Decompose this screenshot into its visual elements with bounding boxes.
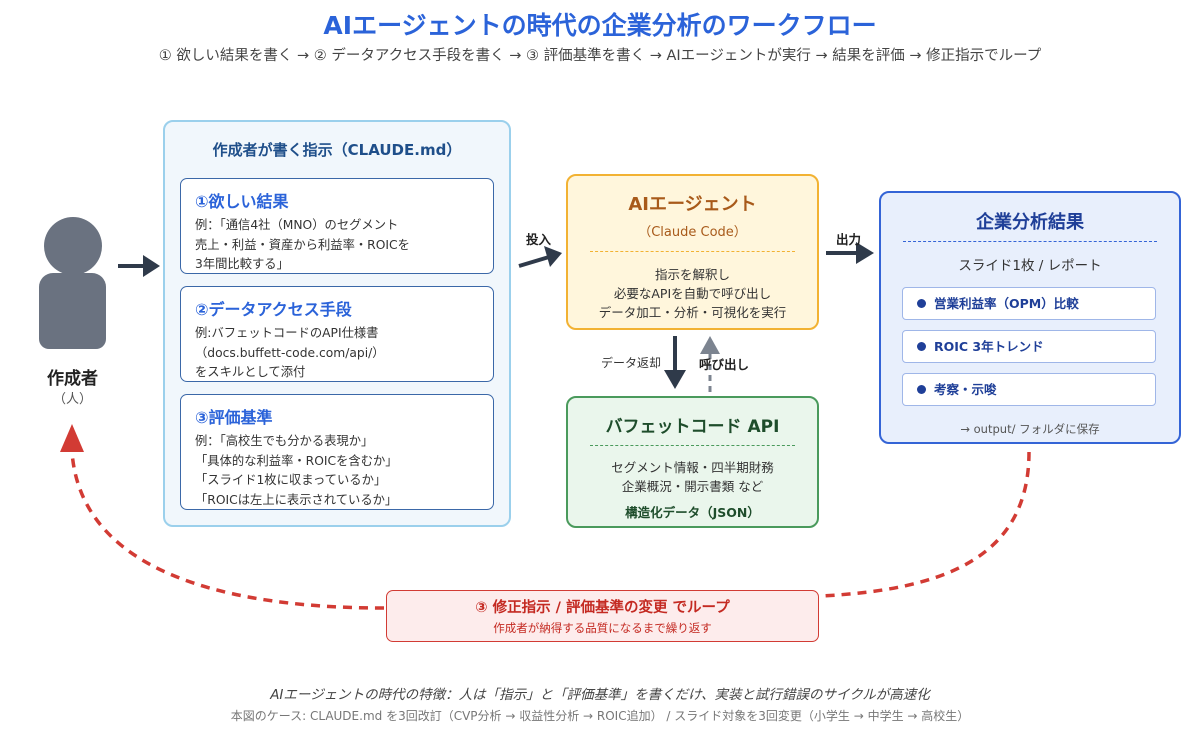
feedback-loop-box: [386, 590, 819, 642]
author-sublabel: （人）: [52, 392, 92, 407]
footer-case-note: 本図のケース: CLAUDE.md を3回改訂（CVP分析 → 収益性分析 → …: [230, 709, 970, 723]
result-divider: [903, 241, 1157, 242]
card-title: ③評価基準: [195, 408, 273, 427]
card-title: ②データアクセス手段: [195, 300, 352, 319]
result-item-label: ROIC 3年トレンド: [934, 339, 1044, 354]
result-item: 営業利益率（OPM）比較: [902, 287, 1156, 320]
author-icon-head: [44, 217, 102, 275]
data-return-arrow: [664, 336, 686, 389]
input-arrow-label: 投入: [526, 232, 552, 247]
loop-arrowhead: [60, 424, 84, 452]
instruction-card-criteria: ③評価基準 例：「高校生でも分かる表現か」 「具体的な利益率・ROICを含むか」…: [180, 394, 494, 510]
call-label: 呼び出し: [699, 357, 750, 372]
card-line: をスキルとして添付: [195, 365, 306, 379]
ai-agent-subtitle: （Claude Code）: [638, 225, 747, 240]
result-item: ROIC 3年トレンド: [902, 330, 1156, 363]
card-line: 例：「高校生でも分かる表現か」: [195, 434, 374, 448]
api-data-format: 構造化データ（JSON）: [625, 505, 760, 520]
result-format: スライド1枚 / レポート: [958, 258, 1102, 274]
card-title: ①欲しい結果: [195, 192, 289, 211]
ai-agent-line: 必要なAPIを自動で呼び出し: [613, 286, 772, 301]
ai-agent-line: 指示を解釈し: [654, 267, 730, 282]
ai-agent-title: AIエージェント: [628, 194, 757, 215]
data-return-label: データ返却: [601, 356, 662, 370]
workflow-summary: ① 欲しい結果を書く → ② データアクセス手段を書く → ③ 評価基準を書く …: [158, 48, 1042, 64]
loop-title: ③ 修正指示 / 評価基準の変更 でループ: [475, 600, 730, 616]
output-arrow-label: 出力: [836, 232, 862, 247]
ai-agent-line: データ加工・分析・可視化を実行: [598, 305, 787, 320]
instruction-card-result: ①欲しい結果 例：「通信4社（MNO）のセグメント 売上・利益・資産から利益率・…: [180, 178, 494, 274]
api-description: セグメント情報・四半期財務 企業概況・開示書類 など: [566, 458, 819, 496]
card-line: 売上・利益・資産から利益率・ROICを: [195, 237, 410, 252]
instructions-panel-title: 作成者が書く指示（CLAUDE.md）: [212, 141, 462, 159]
input-arrow: [518, 246, 562, 268]
output-arrow: [826, 242, 874, 264]
result-title: 企業分析結果: [976, 212, 1084, 233]
author-to-instructions-arrow: [118, 255, 160, 277]
page-title: AIエージェントの時代の企業分析のワークフロー: [323, 11, 877, 40]
card-line: （docs.buffett-code.com/api/）: [195, 345, 385, 360]
ai-agent-divider: [590, 251, 795, 252]
ai-agent-box: [566, 174, 819, 330]
result-output-note: → output/ フォルダに保存: [960, 422, 1100, 436]
api-line: 企業概況・開示書類 など: [621, 479, 764, 494]
result-item: 考察・示唆: [902, 373, 1156, 406]
card-line: 「具体的な利益率・ROICを含むか」: [195, 453, 398, 468]
author-label: 作成者: [47, 369, 98, 389]
card-line: 「ROICは左上に表示されているか」: [195, 492, 398, 507]
card-line: 例:バフェットコードのAPI仕様書: [195, 326, 379, 340]
card-line: 3年間比較する」: [195, 257, 289, 271]
bullet-icon: [917, 299, 926, 308]
author-icon-body: [39, 273, 106, 349]
card-line: 「スライド1枚に収まっているか」: [195, 473, 387, 487]
call-arrow: [700, 336, 720, 392]
bullet-icon: [917, 342, 926, 351]
loop-subtitle: 作成者が納得する品質になるまで繰り返す: [493, 621, 712, 635]
instruction-card-data-access: ②データアクセス手段 例:バフェットコードのAPI仕様書 （docs.buffe…: [180, 286, 494, 382]
result-item-label: 営業利益率（OPM）比較: [934, 296, 1079, 311]
buffett-code-api-box: [566, 396, 819, 528]
result-item-label: 考察・示唆: [934, 382, 997, 397]
ai-agent-description: 指示を解釈し 必要なAPIを自動で呼び出し データ加工・分析・可視化を実行: [566, 265, 819, 322]
card-body: 例：「高校生でも分かる表現か」 「具体的な利益率・ROICを含むか」 「スライド…: [195, 432, 398, 510]
feedback-loop-path: [60, 424, 1031, 610]
api-divider: [590, 445, 795, 446]
card-line: 例：「通信4社（MNO）のセグメント: [195, 218, 399, 232]
footer-summary: AIエージェントの時代の特徴：人は「指示」と「評価基準」を書くだけ、実装と試行錯…: [270, 687, 930, 703]
card-body: 例:バフェットコードのAPI仕様書 （docs.buffett-code.com…: [195, 324, 385, 383]
bullet-icon: [917, 385, 926, 394]
api-line: セグメント情報・四半期財務: [611, 460, 774, 475]
card-body: 例：「通信4社（MNO）のセグメント 売上・利益・資産から利益率・ROICを 3…: [195, 216, 410, 275]
api-title: バフェットコード API: [605, 417, 780, 437]
